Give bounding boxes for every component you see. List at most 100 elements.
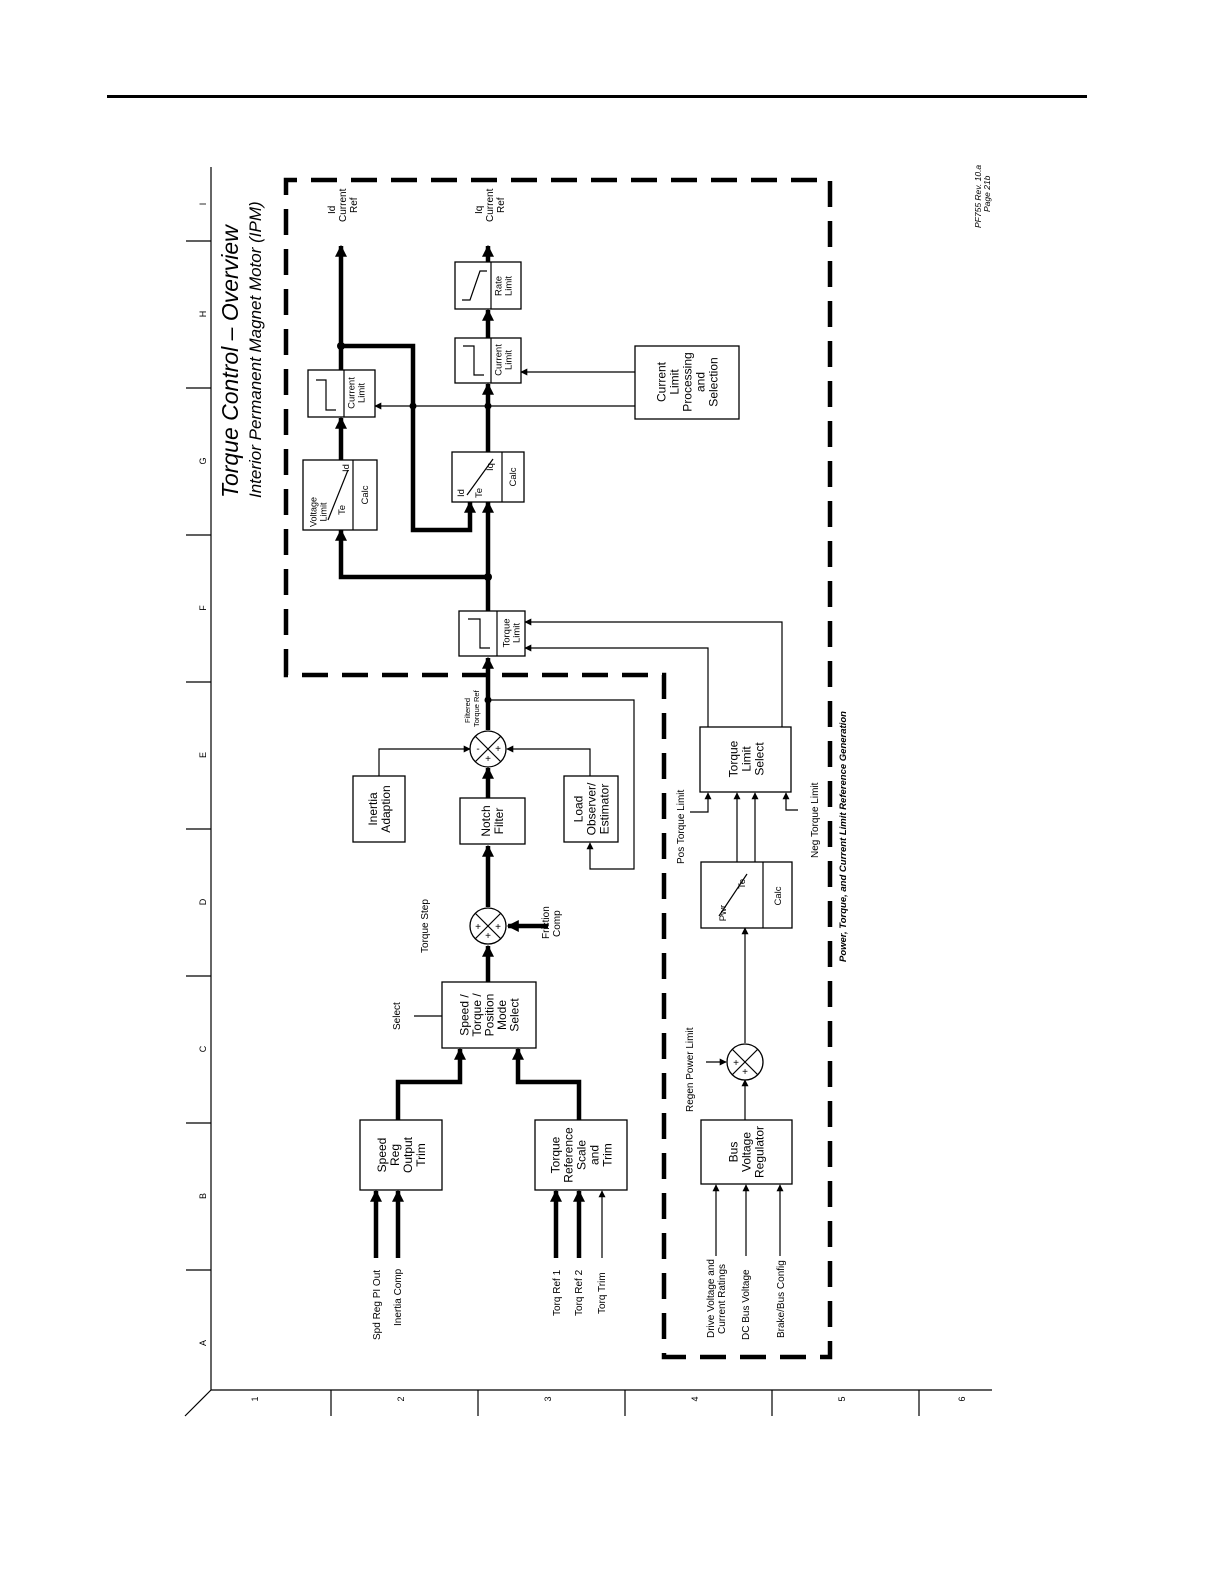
svg-text:6: 6 — [957, 1396, 967, 1401]
svg-text:TorqueReferenceScaleandTrim: TorqueReferenceScaleandTrim — [549, 1127, 615, 1183]
filtered-torque-ref-label: Filtered Torque Ref — [463, 689, 481, 727]
svg-text:B: B — [198, 1193, 208, 1199]
svg-text:Comp: Comp — [552, 910, 563, 937]
inertia-comp-label: Inertia Comp — [393, 1268, 404, 1326]
svg-text:C: C — [198, 1045, 208, 1052]
pos-torque-limit-label: Pos Torque Limit — [676, 789, 687, 864]
svg-text:I: I — [198, 203, 208, 206]
regen-power-limit-label: Regen Power Limit — [685, 1027, 696, 1112]
svg-text:Current: Current — [338, 188, 349, 222]
grid-column-label: D — [198, 898, 208, 905]
svg-text:Calc: Calc — [508, 467, 519, 486]
page-header-rule — [107, 95, 1087, 98]
voltage-limit-calc-block: VoltageLimit Te Id Calc — [302, 459, 378, 531]
svg-text:H: H — [198, 311, 208, 318]
svg-text:Pwr: Pwr — [718, 905, 729, 921]
torque-step-label: Torque Step — [420, 899, 431, 953]
svg-text:SpeedRegOutputTrim: SpeedRegOutputTrim — [375, 1136, 428, 1173]
svg-text:A: A — [198, 1340, 208, 1346]
grid-frame: 1 2 3 4 5 6 A B C D E F G H I — [184, 167, 992, 1417]
svg-text:Power, Torque, and Current Lim: Power, Torque, and Current Limit Referen… — [838, 711, 849, 962]
grid-row-label: 1 — [250, 1396, 260, 1401]
svg-text:RateLimit: RateLimit — [494, 276, 515, 296]
summing-junction-inputs: + + + — [469, 907, 507, 945]
speed-reg-output-trim-block: SpeedRegOutputTrim — [359, 1119, 443, 1191]
torq-ref-1-label: Torq Ref 1 — [552, 1269, 563, 1316]
svg-text:Ref: Ref — [349, 197, 360, 213]
svg-text:+: + — [495, 922, 501, 933]
svg-text:BusVoltageRegulator: BusVoltageRegulator — [727, 1126, 767, 1178]
summing-junction-notch: - + + — [469, 730, 507, 768]
section-title: Power, Torque, and Current Limit Referen… — [838, 711, 849, 962]
svg-text:E: E — [198, 752, 208, 758]
id-current-limit-block: CurrentLimit — [307, 369, 376, 418]
svg-text:CurrentLimit: CurrentLimit — [494, 344, 515, 376]
svg-text:1: 1 — [250, 1396, 260, 1401]
grid-column-label: B — [198, 1193, 208, 1199]
bus-voltage-regulator-block: BusVoltageRegulator — [700, 1119, 793, 1185]
svg-text:+: + — [475, 922, 481, 933]
friction-comp-label: Friction Comp — [541, 906, 563, 939]
torque-limit-block: TorqueLimit — [458, 610, 526, 657]
torq-trim-label: Torq Trim — [597, 1272, 608, 1314]
svg-text:Friction: Friction — [541, 906, 552, 939]
summing-junction-regen: + + — [726, 1043, 764, 1081]
iq-current-ref-label: Iq Current Ref — [474, 188, 507, 222]
svg-text:NotchFilter: NotchFilter — [479, 805, 506, 836]
svg-text:Calc: Calc — [773, 886, 784, 905]
brake-bus-config-label: Brake/Bus Config — [776, 1260, 787, 1338]
svg-text:TorqueLimit: TorqueLimit — [502, 618, 523, 647]
rate-limit-block: RateLimit — [454, 261, 522, 310]
svg-text:F: F — [198, 605, 208, 611]
inertia-adaption-block: InertiaAdaption — [352, 775, 406, 843]
grid-column-label: A — [198, 1340, 208, 1346]
svg-text:Iq: Iq — [485, 463, 496, 471]
svg-text:PF755 Rev. 10.a: PF755 Rev. 10.a — [973, 165, 983, 228]
grid-column-label: G — [198, 457, 208, 464]
torq-ref-2-label: Torq Ref 2 — [574, 1269, 585, 1316]
svg-text:2: 2 — [396, 1396, 406, 1401]
svg-text:Id: Id — [341, 464, 352, 472]
svg-text:CurrentLimit: CurrentLimit — [347, 377, 368, 409]
svg-text:Current: Current — [485, 188, 496, 222]
svg-text:+: + — [485, 931, 491, 942]
current-limit-processing-block: CurrentLimitProcessingandSelection — [634, 345, 740, 420]
svg-text:Drive Voltage and: Drive Voltage and — [706, 1259, 717, 1338]
diagram-header: Torque Control – Overview Interior Perma… — [217, 201, 265, 498]
svg-text:Te: Te — [737, 879, 748, 889]
grid-row-label: 6 — [957, 1396, 967, 1401]
svg-text:+: + — [495, 744, 501, 755]
svg-text:Page 21b: Page 21b — [982, 175, 992, 212]
svg-text:G: G — [198, 457, 208, 464]
svg-text:TorqueLimitSelect: TorqueLimitSelect — [727, 740, 767, 777]
grid-column-label: I — [198, 203, 208, 206]
svg-text:Current Ratings: Current Ratings — [717, 1264, 728, 1334]
neg-torque-limit-label: Neg Torque Limit — [810, 782, 821, 858]
diagram-title: Torque Control – Overview — [217, 224, 243, 498]
diagram-subtitle: Interior Permanent Magnet Motor (IPM) — [246, 201, 265, 498]
torque-limit-select-block: TorqueLimitSelect — [699, 726, 792, 793]
svg-text:Id: Id — [327, 206, 338, 214]
svg-text:Te: Te — [474, 488, 485, 498]
grid-row-label: 4 — [690, 1396, 700, 1401]
svg-text:+: + — [485, 754, 491, 765]
svg-text:VoltageLimit: VoltageLimit — [309, 497, 329, 527]
torque-reference-scale-trim-block: TorqueReferenceScaleandTrim — [534, 1119, 628, 1191]
svg-text:Filtered: Filtered — [463, 698, 472, 723]
id-current-ref-label: Id Current Ref — [327, 188, 360, 222]
grid-row-label: 5 — [837, 1396, 847, 1401]
grid-column-label: E — [198, 752, 208, 758]
mode-select-block: Speed /Torque /PositionModeSelect — [441, 981, 537, 1049]
svg-text:5: 5 — [837, 1396, 847, 1401]
notch-filter-block: NotchFilter — [459, 797, 526, 845]
thick-wires — [335, 244, 585, 1258]
svg-text:-: - — [476, 744, 479, 755]
svg-text:3: 3 — [543, 1396, 553, 1401]
pwr-te-calc-block: Pwr Te Calc — [700, 861, 793, 929]
grid-row-label: 2 — [396, 1396, 406, 1401]
grid-column-label: H — [198, 311, 208, 318]
svg-text:4: 4 — [690, 1396, 700, 1401]
dc-bus-voltage-label: DC Bus Voltage — [741, 1269, 752, 1340]
grid-column-label: C — [198, 1045, 208, 1052]
